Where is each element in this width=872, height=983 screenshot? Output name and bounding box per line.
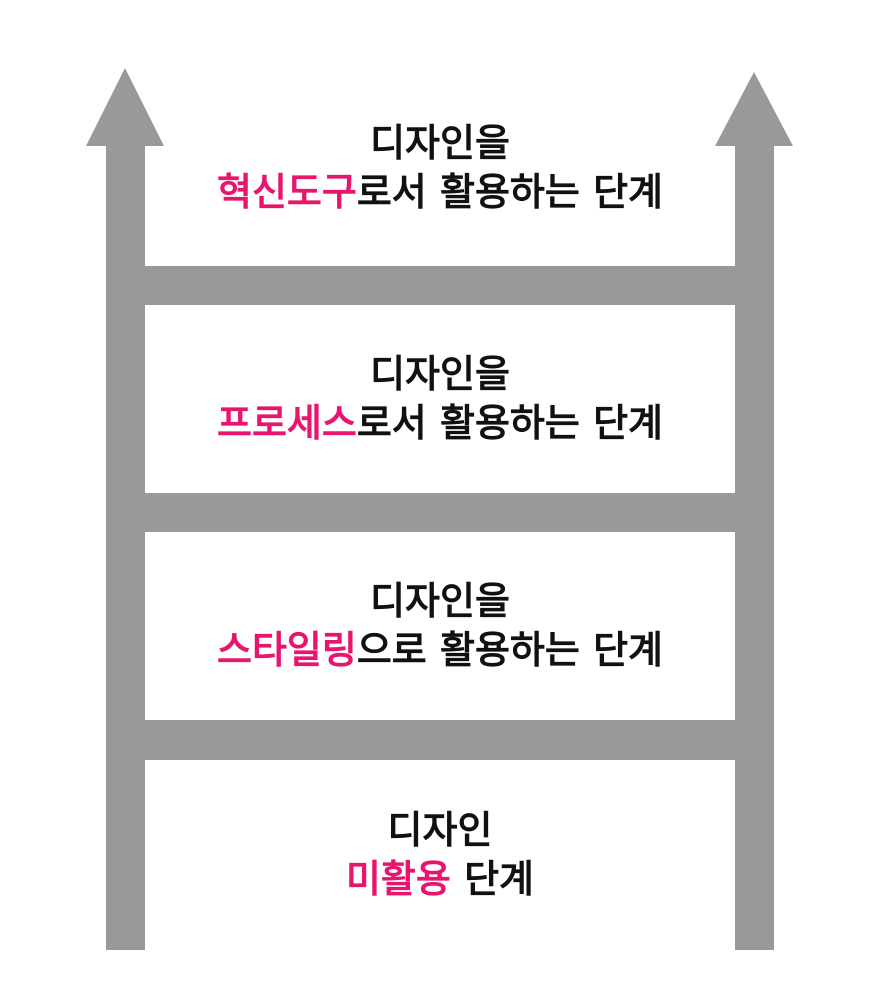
stage-description: 혁신도구로서 활용하는 단계 [217,168,663,217]
rung-3 [106,720,774,760]
right-rail [735,145,774,950]
right-arrow-head [715,72,793,146]
stage-description: 스타일링으로 활용하는 단계 [217,626,663,675]
stage-styling: 디자인을 스타일링으로 활용하는 단계 [145,532,735,720]
stage-heading: 디자인을 [370,351,510,396]
stage-keyword: 프로세스 [217,401,357,445]
stage-description: 프로세스로서 활용하는 단계 [217,399,663,448]
stage-suffix: 단계 [450,857,535,901]
left-arrow-head [86,68,164,146]
stage-innovation-tool: 디자인을 혁신도구로서 활용하는 단계 [145,70,735,266]
stage-suffix: 로서 활용하는 단계 [356,401,663,445]
left-rail [106,145,145,950]
stage-heading: 디자인을 [370,120,510,165]
stage-suffix: 로서 활용하는 단계 [356,170,663,214]
stage-keyword: 미활용 [345,857,451,901]
stage-heading: 디자인 [387,807,493,852]
rung-1 [106,266,774,305]
stage-unused: 디자인 미활용 단계 [145,760,735,950]
stage-process: 디자인을 프로세스로서 활용하는 단계 [145,305,735,493]
rung-2 [106,493,774,532]
stage-keyword: 스타일링 [217,628,357,672]
stage-suffix: 으로 활용하는 단계 [356,628,663,672]
stage-description: 미활용 단계 [346,855,534,904]
stage-keyword: 혁신도구 [217,170,357,214]
stage-heading: 디자인을 [370,578,510,623]
